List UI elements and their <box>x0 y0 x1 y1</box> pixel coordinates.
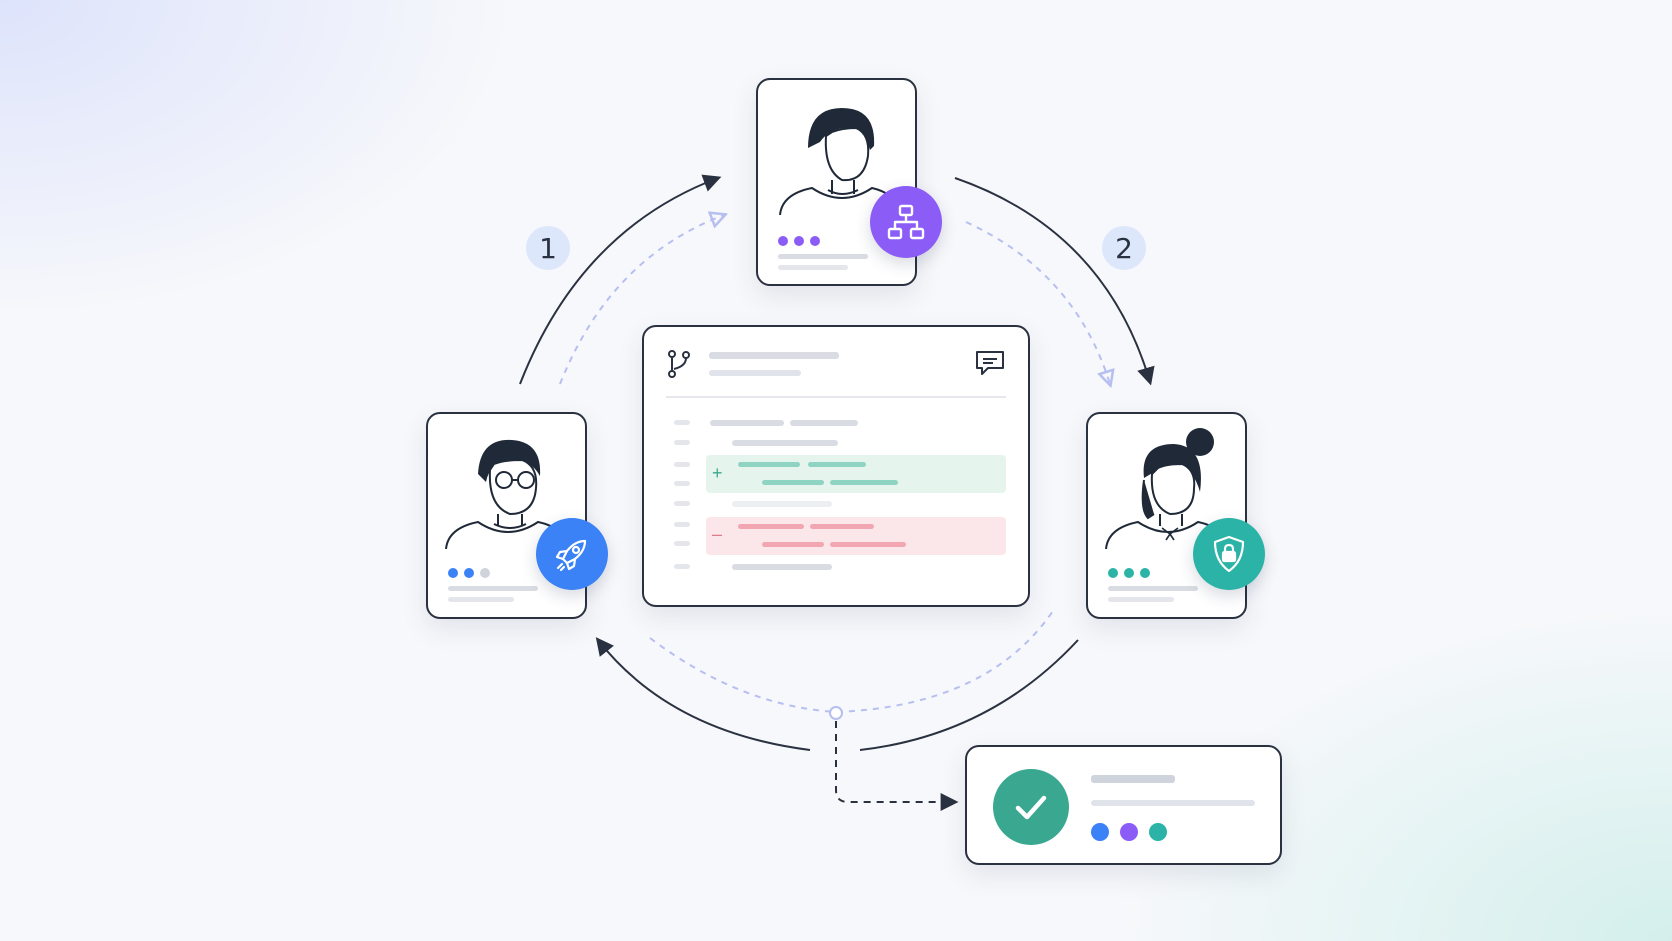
dashed-arc-bottom <box>649 607 1056 714</box>
panel-subtitle-placeholder <box>709 370 801 376</box>
code-line <box>710 420 784 426</box>
line-number <box>674 501 690 506</box>
arc-security-to-bottom <box>859 639 1079 751</box>
code-line <box>732 440 838 446</box>
removed-line <box>830 542 906 547</box>
status-dot <box>794 236 804 246</box>
avatar-security <box>1105 428 1229 549</box>
shield-lock-icon <box>1193 518 1265 590</box>
status-dot <box>1108 568 1118 578</box>
line-number <box>674 522 690 527</box>
approval-card <box>965 745 1282 865</box>
rocket-icon <box>536 518 608 590</box>
approver-dot-developer <box>1091 823 1109 841</box>
text-placeholder <box>1108 586 1198 591</box>
status-dot <box>464 568 474 578</box>
panel-divider <box>666 396 1006 398</box>
panel-title-placeholder <box>709 352 839 359</box>
code-line <box>732 564 832 570</box>
line-number <box>674 440 690 445</box>
arc-architect-to-security <box>954 177 1155 386</box>
removed-line <box>762 542 824 547</box>
text-placeholder <box>1108 597 1174 602</box>
diff-removed-block: – <box>706 517 1006 555</box>
line-number <box>674 541 690 546</box>
line-number <box>674 481 690 486</box>
approver-dot-architect <box>1120 823 1138 841</box>
line-number <box>674 564 690 569</box>
merge-node <box>829 706 843 720</box>
avatar-developer <box>445 439 569 549</box>
code-line <box>790 420 858 426</box>
dashed-arc-right-top <box>965 221 1110 384</box>
removed-line <box>810 524 874 529</box>
arc-bottom-to-developer <box>595 637 811 751</box>
status-dot <box>810 236 820 246</box>
hierarchy-icon <box>870 186 942 258</box>
status-dot <box>480 568 490 578</box>
status-dot <box>1140 568 1150 578</box>
added-line <box>830 480 898 485</box>
removed-line <box>738 524 804 529</box>
status-dot <box>778 236 788 246</box>
added-line <box>762 480 824 485</box>
text-placeholder <box>448 597 514 602</box>
text-placeholder <box>778 254 868 259</box>
approval-connector <box>835 721 959 811</box>
approval-title-placeholder <box>1091 775 1175 783</box>
diff-added-block: + <box>706 455 1006 493</box>
comment-icon[interactable] <box>974 349 1006 377</box>
line-number <box>674 462 690 467</box>
status-dot <box>448 568 458 578</box>
dashed-arc-left-top <box>559 215 724 385</box>
arc-developer-to-architect <box>519 174 722 385</box>
step-marker-2: 2 <box>1102 226 1146 270</box>
text-placeholder <box>778 265 848 270</box>
diff-add-symbol: + <box>712 463 723 483</box>
git-branch-icon <box>668 350 690 378</box>
approval-subtitle-placeholder <box>1091 800 1255 806</box>
line-number <box>674 420 690 425</box>
approver-dot-security <box>1149 823 1167 841</box>
added-line <box>808 462 866 467</box>
text-placeholder <box>448 586 538 591</box>
step-marker-1: 1 <box>526 226 570 270</box>
code-review-panel: + – <box>642 325 1030 607</box>
diff-remove-symbol: – <box>712 524 723 544</box>
code-line <box>732 501 832 507</box>
checkmark-icon <box>993 769 1069 845</box>
avatar-architect <box>779 108 901 215</box>
status-dot <box>1124 568 1134 578</box>
added-line <box>738 462 800 467</box>
